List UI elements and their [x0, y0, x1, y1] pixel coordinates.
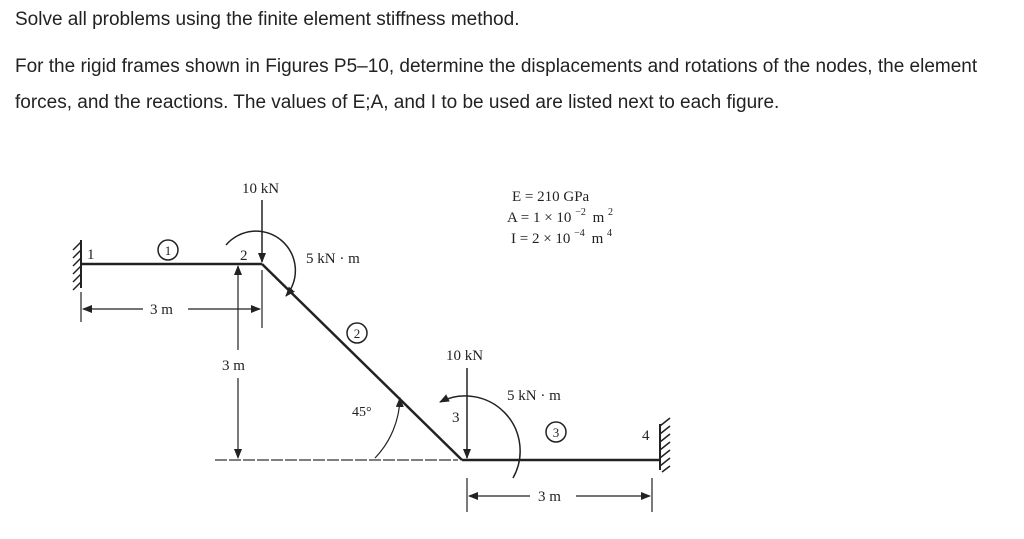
- svg-text:A = 1 × 10 −2 m: A = 1 × 10 −2 m 2: [507, 203, 613, 226]
- prop-E: E = 210 GPa: [512, 189, 590, 205]
- svg-text:1: 1: [165, 243, 172, 258]
- node-1-label: 1: [87, 247, 95, 263]
- element-2: [261, 263, 463, 461]
- node-4-label: 4: [642, 428, 650, 444]
- dimension-bottom-span: 3 m: [466, 478, 653, 512]
- prop-I: I = 2 × 10: [511, 231, 570, 247]
- problem-statement: For the rigid frames shown in Figures P5…: [15, 56, 978, 113]
- svg-text:10 kN: 10 kN: [446, 348, 483, 364]
- svg-text:2: 2: [354, 326, 361, 341]
- element-2-badge: 2: [346, 322, 368, 344]
- material-properties: E = 210 GPa A = 1 × 10 −2 m 2 I = 2 × 10…: [507, 189, 613, 247]
- fixed-support-left: [72, 240, 82, 291]
- node-3-label: 3: [452, 410, 460, 426]
- svg-text:I = 2 × 10 −4 m: I = 2 × 10 −4 m 4: [511, 224, 612, 247]
- svg-text:3 m: 3 m: [150, 302, 173, 318]
- angle-marker: 45°: [352, 397, 404, 459]
- force-node-2: 10 kN: [242, 181, 279, 263]
- moment-node-2: 5 kN · m: [225, 230, 360, 297]
- svg-text:5 kN · m: 5 kN · m: [507, 388, 561, 404]
- dimension-height: 3 m: [222, 265, 245, 459]
- svg-text:5 kN · m: 5 kN · m: [306, 251, 360, 267]
- dimension-top-span: 3 m: [80, 270, 263, 328]
- moment-node-3: 5 kN · m: [439, 388, 561, 479]
- element-1-badge: 1: [157, 239, 179, 261]
- svg-text:3 m: 3 m: [538, 489, 561, 505]
- force-node-3: 10 kN: [446, 348, 483, 459]
- prop-A: A = 1 × 10: [507, 210, 571, 226]
- node-2-label: 2: [240, 248, 248, 264]
- element-3-badge: 3: [545, 421, 567, 443]
- svg-text:3 m: 3 m: [222, 358, 245, 374]
- svg-text:3: 3: [553, 425, 560, 440]
- fixed-support-right: [659, 417, 671, 473]
- svg-text:10 kN: 10 kN: [242, 181, 279, 197]
- instruction-line: Solve all problems using the finite elem…: [15, 9, 520, 30]
- svg-text:45°: 45°: [352, 405, 372, 420]
